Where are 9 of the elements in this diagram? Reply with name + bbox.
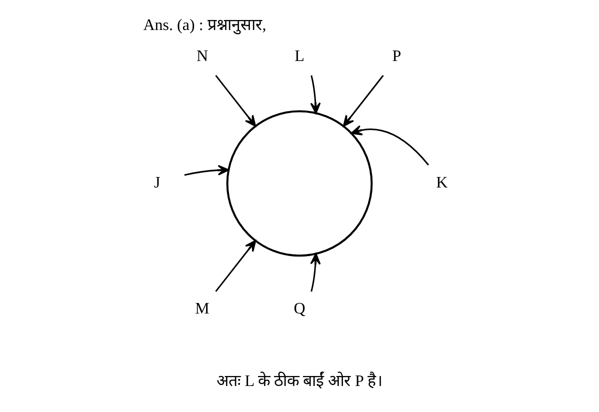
caption: अतः L के ठीक बाईं ओर P है। bbox=[216, 372, 382, 390]
node-text: P bbox=[392, 47, 402, 64]
node-text: J bbox=[154, 174, 160, 191]
node-text: L bbox=[294, 47, 304, 64]
node-text: N bbox=[196, 47, 208, 64]
node-text: K bbox=[436, 174, 448, 191]
diagram-title: Ans. (a) : प्रश्नानुसार, bbox=[143, 16, 266, 34]
node-text: Q bbox=[294, 300, 306, 318]
node-text: M bbox=[195, 300, 210, 318]
